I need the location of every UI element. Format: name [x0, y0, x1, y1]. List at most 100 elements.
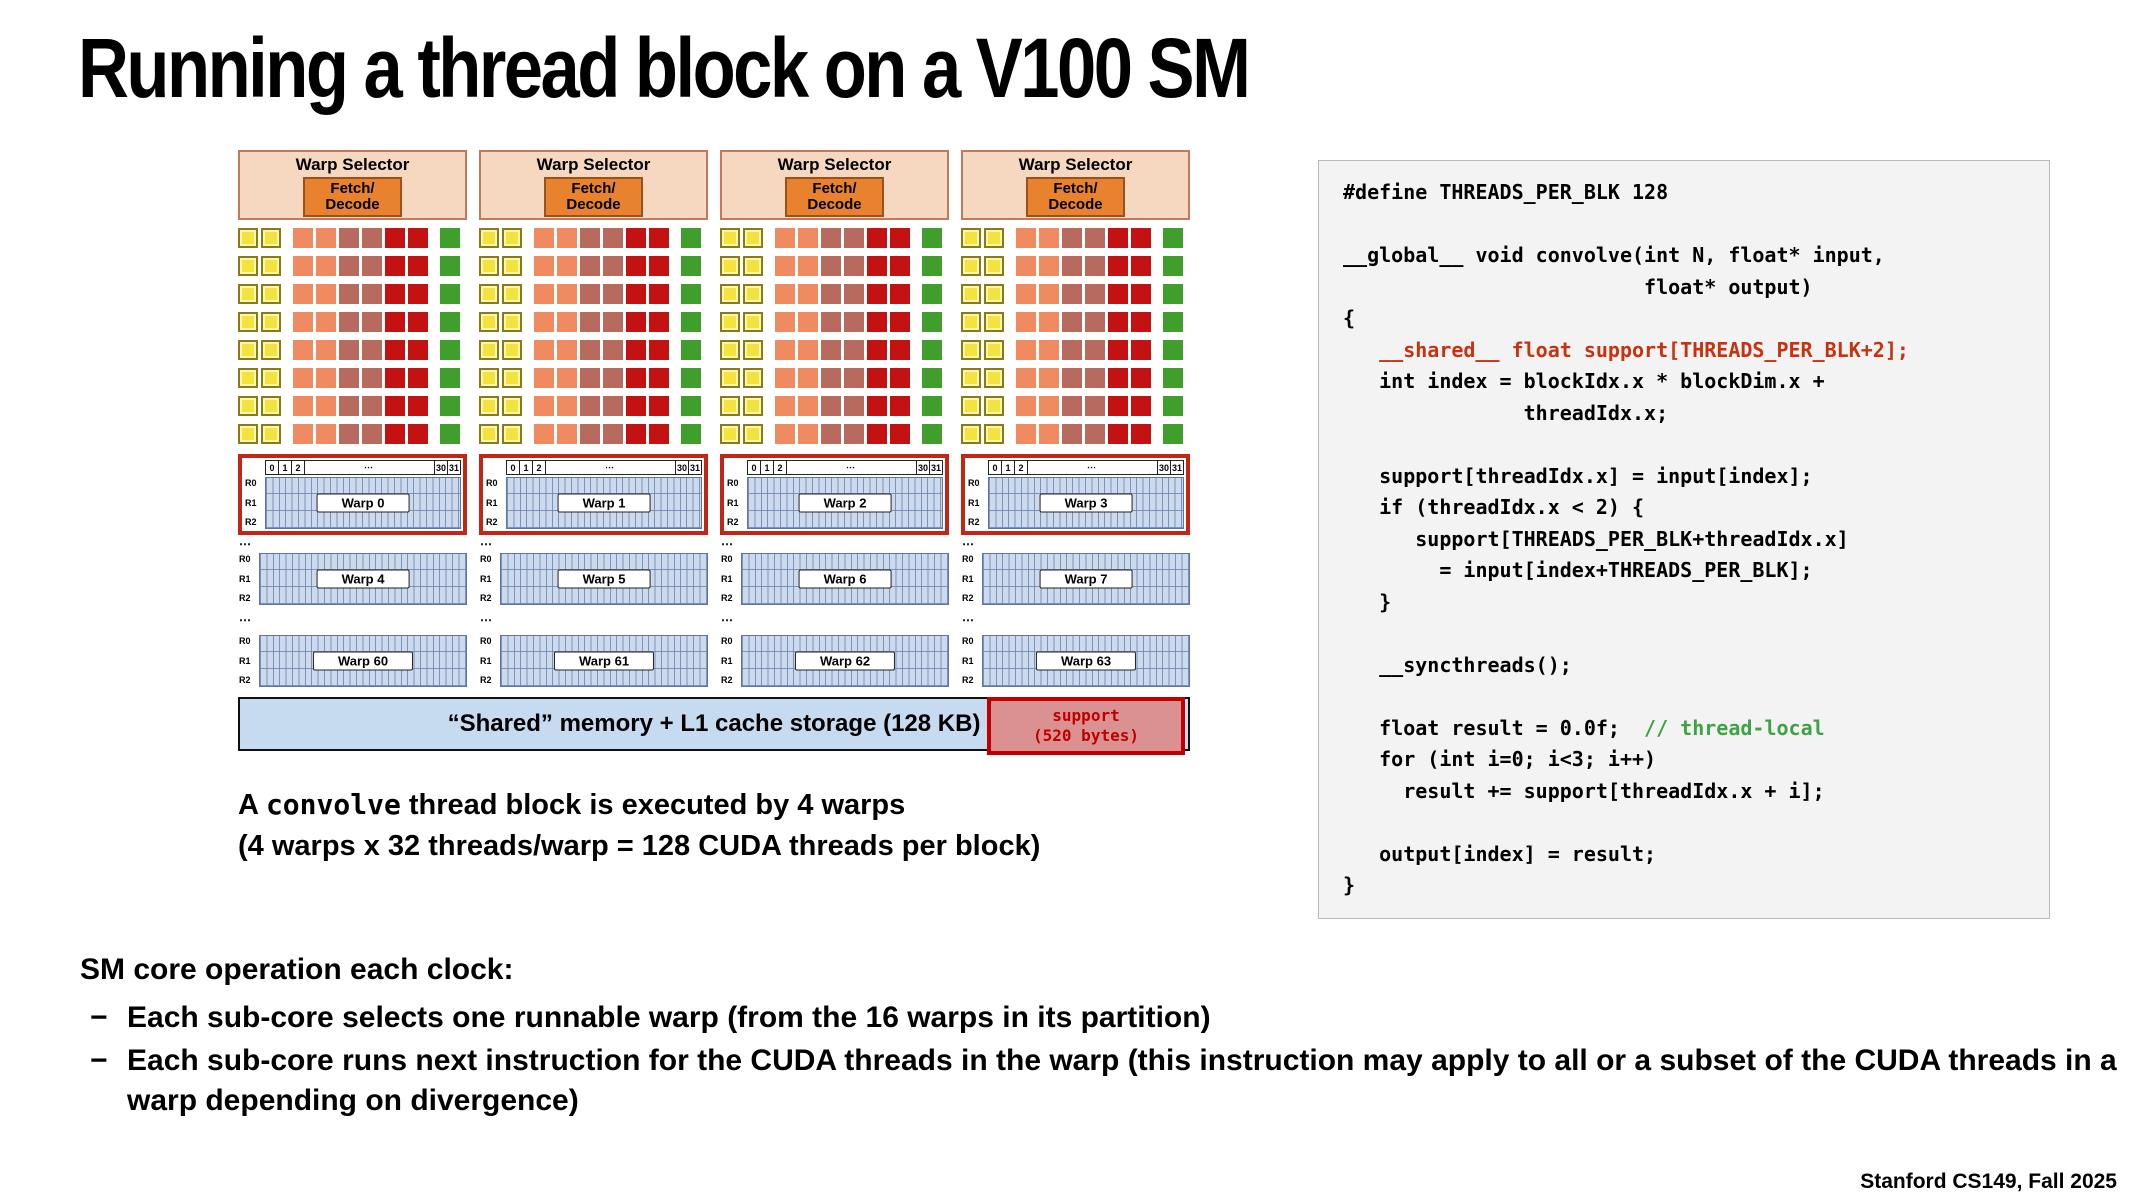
- exec-unit-green: [1163, 284, 1183, 304]
- exec-unit-red: [867, 340, 887, 360]
- register-label: R0: [962, 636, 974, 646]
- exec-unit-row: [961, 284, 1190, 304]
- lane-index: 30: [1157, 461, 1169, 474]
- exec-unit-rose: [821, 396, 841, 416]
- ellipsis: ⋯: [239, 613, 251, 627]
- exec-unit-yellow: [720, 312, 740, 332]
- exec-unit-red: [626, 340, 646, 360]
- exec-unit-salmon: [534, 228, 554, 248]
- exec-unit-red: [626, 284, 646, 304]
- register-label: R1: [721, 655, 733, 666]
- exec-unit-rose: [339, 228, 359, 248]
- code-line: float* output): [1343, 272, 2025, 304]
- exec-unit-rose: [362, 424, 382, 444]
- exec-unit-salmon: [798, 396, 818, 416]
- warp-name-label: Warp 7: [1039, 569, 1133, 589]
- exec-unit-rose: [844, 284, 864, 304]
- exec-unit-red: [1108, 368, 1128, 388]
- exec-unit-yellow: [261, 396, 281, 416]
- warp-name-label: Warp 3: [1039, 493, 1133, 513]
- exec-unit-rose: [603, 396, 623, 416]
- bullets-heading: SM core operation each clock:: [80, 953, 514, 986]
- lane-ellipsis: ⋯: [364, 462, 375, 472]
- lane-index: 31: [929, 461, 941, 474]
- exec-unit-grid: [479, 228, 708, 452]
- exec-unit-rose: [1062, 424, 1082, 444]
- exec-unit-salmon: [316, 424, 336, 444]
- exec-unit-green: [1163, 312, 1183, 332]
- exec-unit-red: [408, 396, 428, 416]
- exec-unit-salmon: [798, 312, 818, 332]
- exec-unit-salmon: [534, 312, 554, 332]
- exec-unit-yellow: [261, 284, 281, 304]
- exec-unit-rose: [362, 396, 382, 416]
- lane-index: 30: [434, 461, 446, 474]
- exec-unit-rose: [1062, 312, 1082, 332]
- exec-unit-salmon: [534, 284, 554, 304]
- exec-unit-yellow: [961, 396, 981, 416]
- lane-index: 31: [1170, 461, 1182, 474]
- exec-unit-rose: [844, 340, 864, 360]
- code-line: [1343, 618, 2025, 650]
- exec-unit-salmon: [557, 284, 577, 304]
- exec-unit-red: [1131, 340, 1151, 360]
- exec-unit-salmon: [798, 340, 818, 360]
- warps-ellipsis-row: ⋯: [961, 538, 1190, 550]
- register-label: R0: [727, 478, 739, 488]
- warp-name-label: Warp 0: [316, 493, 410, 513]
- warp-name-label: Warp 61: [553, 651, 655, 671]
- exec-unit-salmon: [293, 312, 313, 332]
- exec-unit-green: [922, 396, 942, 416]
- register-label: R1: [486, 497, 498, 508]
- exec-unit-salmon: [316, 368, 336, 388]
- exec-unit-rose: [1085, 424, 1105, 444]
- lane-ellipsis: ⋯: [1087, 462, 1098, 472]
- exec-unit-red: [867, 256, 887, 276]
- warps-ellipsis-row: ⋯: [479, 609, 708, 631]
- exec-unit-green: [1163, 340, 1183, 360]
- caption-code-word: convolve: [265, 788, 401, 821]
- code-line: result += support[threadIdx.x + i];: [1343, 776, 2025, 808]
- support-size-label: (520 bytes): [1033, 726, 1139, 745]
- register-label: R2: [721, 593, 733, 603]
- exec-unit-green: [681, 368, 701, 388]
- register-label: R1: [480, 655, 492, 666]
- exec-unit-rose: [1062, 228, 1082, 248]
- warp-name-label: Warp 4: [316, 569, 410, 589]
- register-label: R2: [968, 517, 980, 527]
- exec-unit-red: [408, 228, 428, 248]
- code-line: __global__ void convolve(int N, float* i…: [1343, 240, 2025, 272]
- exec-unit-yellow: [261, 228, 281, 248]
- exec-unit-row: [720, 368, 949, 388]
- register-label: R1: [721, 573, 733, 584]
- exec-unit-rose: [580, 228, 600, 248]
- exec-unit-salmon: [316, 396, 336, 416]
- code-segment: }: [1343, 873, 1356, 897]
- fetch-decode-line: Decode: [566, 195, 621, 213]
- exec-unit-salmon: [293, 284, 313, 304]
- exec-unit-red: [1108, 256, 1128, 276]
- exec-unit-green: [440, 312, 460, 332]
- exec-unit-red: [890, 284, 910, 304]
- warp-selector-label: Warp Selector: [295, 155, 410, 174]
- ellipsis: ⋯: [721, 613, 733, 627]
- exec-unit-yellow: [984, 368, 1004, 388]
- exec-unit-yellow: [479, 228, 499, 248]
- ellipsis: ⋯: [480, 537, 492, 551]
- exec-unit-rose: [580, 340, 600, 360]
- exec-unit-green: [440, 424, 460, 444]
- exec-unit-red: [649, 256, 669, 276]
- exec-unit-red: [408, 424, 428, 444]
- exec-unit-red: [1131, 284, 1151, 304]
- exec-unit-salmon: [1039, 256, 1059, 276]
- exec-unit-yellow: [743, 340, 763, 360]
- exec-unit-rose: [1062, 256, 1082, 276]
- exec-unit-green: [681, 312, 701, 332]
- exec-unit-rose: [362, 256, 382, 276]
- exec-unit-rose: [339, 396, 359, 416]
